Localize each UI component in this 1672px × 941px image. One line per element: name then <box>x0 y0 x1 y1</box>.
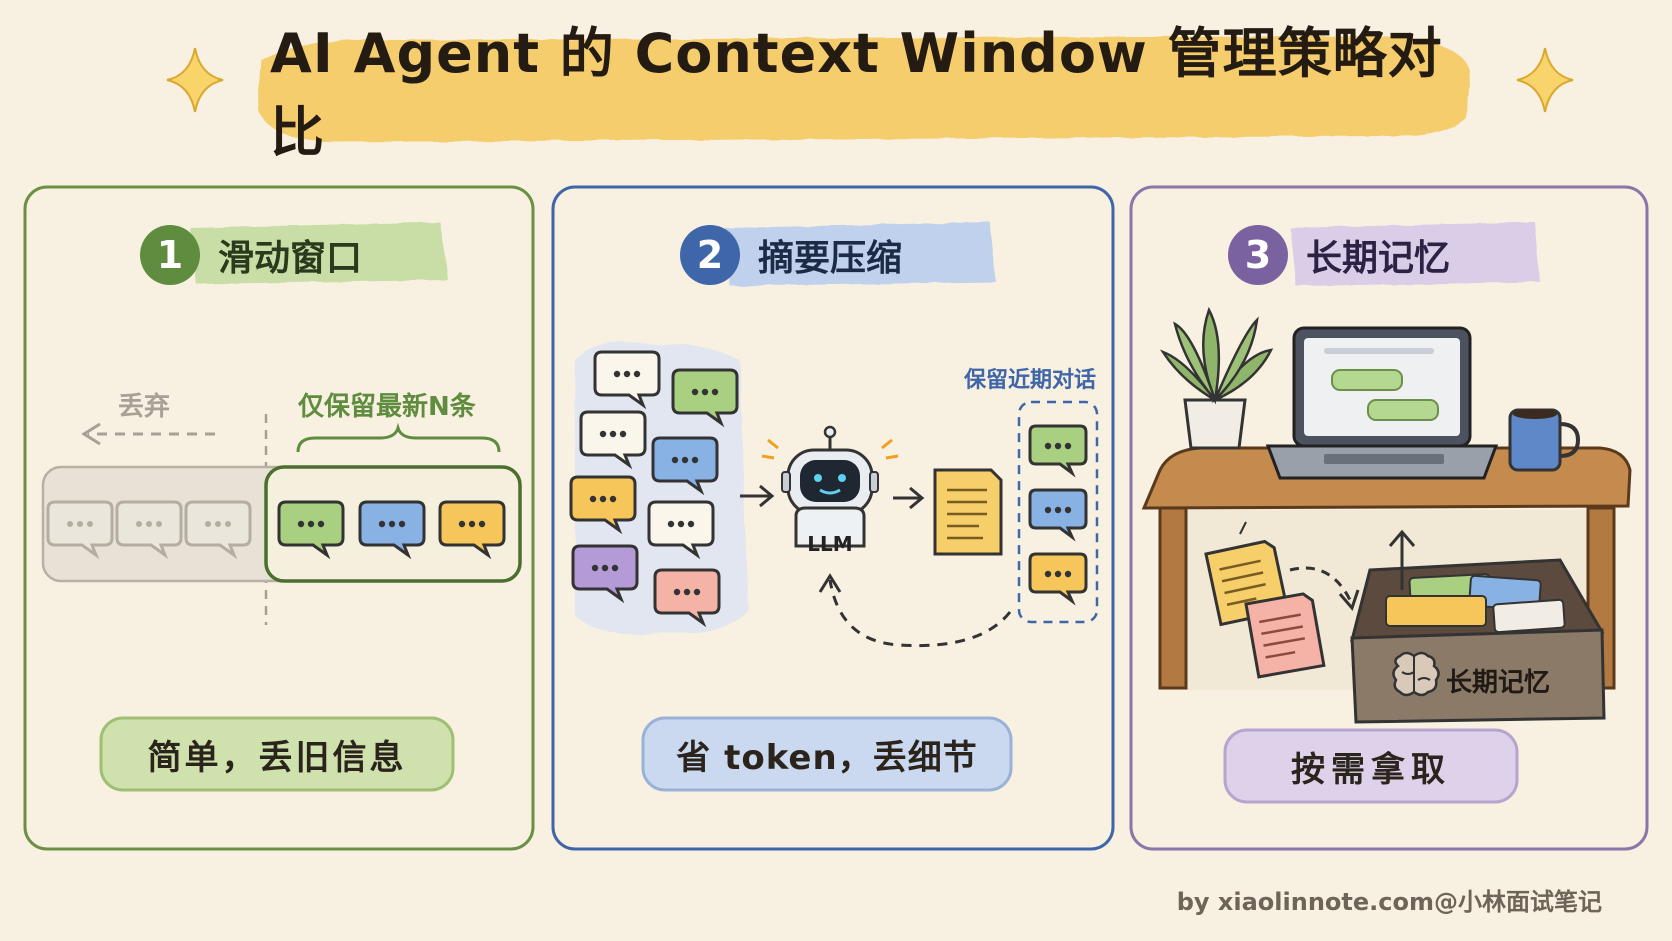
panel-2-header: 2 摘要压缩 <box>680 220 932 290</box>
arrow-to-llm <box>740 484 775 508</box>
title-area: AI Agent 的 Context Window 管理策略对比 <box>270 22 1470 164</box>
arrow-to-summary <box>893 486 925 510</box>
chat-bubble-icon <box>651 436 719 496</box>
panel-1-header: 1 滑动窗口 <box>140 220 392 290</box>
title-highlight <box>258 36 1470 142</box>
chat-bubble-icon <box>184 500 252 560</box>
keep-latest-label: 仅保留最新N条 <box>298 392 476 422</box>
retrieve-arrow <box>1388 529 1416 590</box>
panel-2-head-brush <box>725 222 996 286</box>
chat-bubble-icon <box>358 500 426 560</box>
plant-icon <box>1159 306 1274 450</box>
chat-bubble-icon <box>46 500 114 560</box>
chat-bubble-icon <box>671 368 739 428</box>
page-title: AI Agent 的 Context Window 管理策略对比 <box>270 22 1443 164</box>
discard-label: 丢弃 <box>118 392 171 422</box>
chat-bubble-icon <box>593 350 661 410</box>
panel-2-number: 2 <box>680 225 740 285</box>
keep-brace <box>296 422 501 453</box>
panel-3-summary: 按需拿取 <box>1291 749 1451 790</box>
store-arrow <box>1289 566 1352 601</box>
chat-bubble-icon <box>571 544 639 604</box>
sparkle-icon <box>1516 47 1574 113</box>
chat-bubble-icon <box>1028 488 1088 542</box>
feedback-arrow <box>828 579 1012 648</box>
document-icon <box>933 468 1003 556</box>
chat-bubble-icon <box>569 475 637 535</box>
discard-arrowhead <box>81 422 101 446</box>
panel-3-header: 3 长期记忆 <box>1228 220 1480 290</box>
robot-icon <box>761 425 899 548</box>
chat-bubble-icon <box>579 410 647 470</box>
panel-1-title: 滑动窗口 <box>218 238 363 279</box>
memory-box-label: 长期记忆 <box>1446 668 1551 698</box>
chat-bubble-icon <box>115 500 183 560</box>
panel-2-title: 摘要压缩 <box>758 238 903 279</box>
storage-box-icon <box>1350 558 1606 724</box>
llm-label: LLM <box>807 532 853 556</box>
chat-bubble-icon <box>653 568 721 628</box>
retrieve-tick <box>1239 521 1247 535</box>
laptop-icon <box>1265 326 1499 480</box>
panel-3-summary-bg <box>1223 728 1519 804</box>
document-icon <box>1244 592 1326 679</box>
footer-credit: by xiaolinnote.com@小林面试笔记 <box>1176 888 1602 916</box>
store-arrowhead <box>1338 589 1360 611</box>
chat-bubble-icon <box>277 500 345 560</box>
chat-bubble-icon <box>1028 552 1088 606</box>
panel-2-frame <box>551 185 1115 851</box>
panel-1-number: 1 <box>140 225 200 285</box>
desk-leg-left <box>1158 506 1188 690</box>
panel-3-number: 3 <box>1228 225 1288 285</box>
chat-bubble-icon <box>647 500 715 560</box>
brain-icon <box>1392 651 1440 697</box>
panel-3-title: 长期记忆 <box>1306 238 1451 279</box>
panel-3-head-brush <box>1290 222 1540 286</box>
mug-icon <box>1508 408 1581 472</box>
panel-3-frame <box>1129 185 1649 851</box>
panel-1-frame <box>23 185 535 851</box>
feedback-arrowhead <box>818 573 842 593</box>
panel-2-summary: 省 token，丢细节 <box>676 737 978 778</box>
panel-1-summary-bg <box>99 716 455 792</box>
chat-bubble-icon <box>1028 424 1088 478</box>
panel-1-summary: 简单，丢旧信息 <box>147 737 407 778</box>
sparkle-icon <box>166 47 224 113</box>
panel-1-head-brush <box>190 222 448 284</box>
recent-dialog-label: 保留近期对话 <box>964 368 1097 393</box>
chat-bubble-icon <box>438 500 506 560</box>
panel-2-summary-bg <box>641 716 1013 792</box>
